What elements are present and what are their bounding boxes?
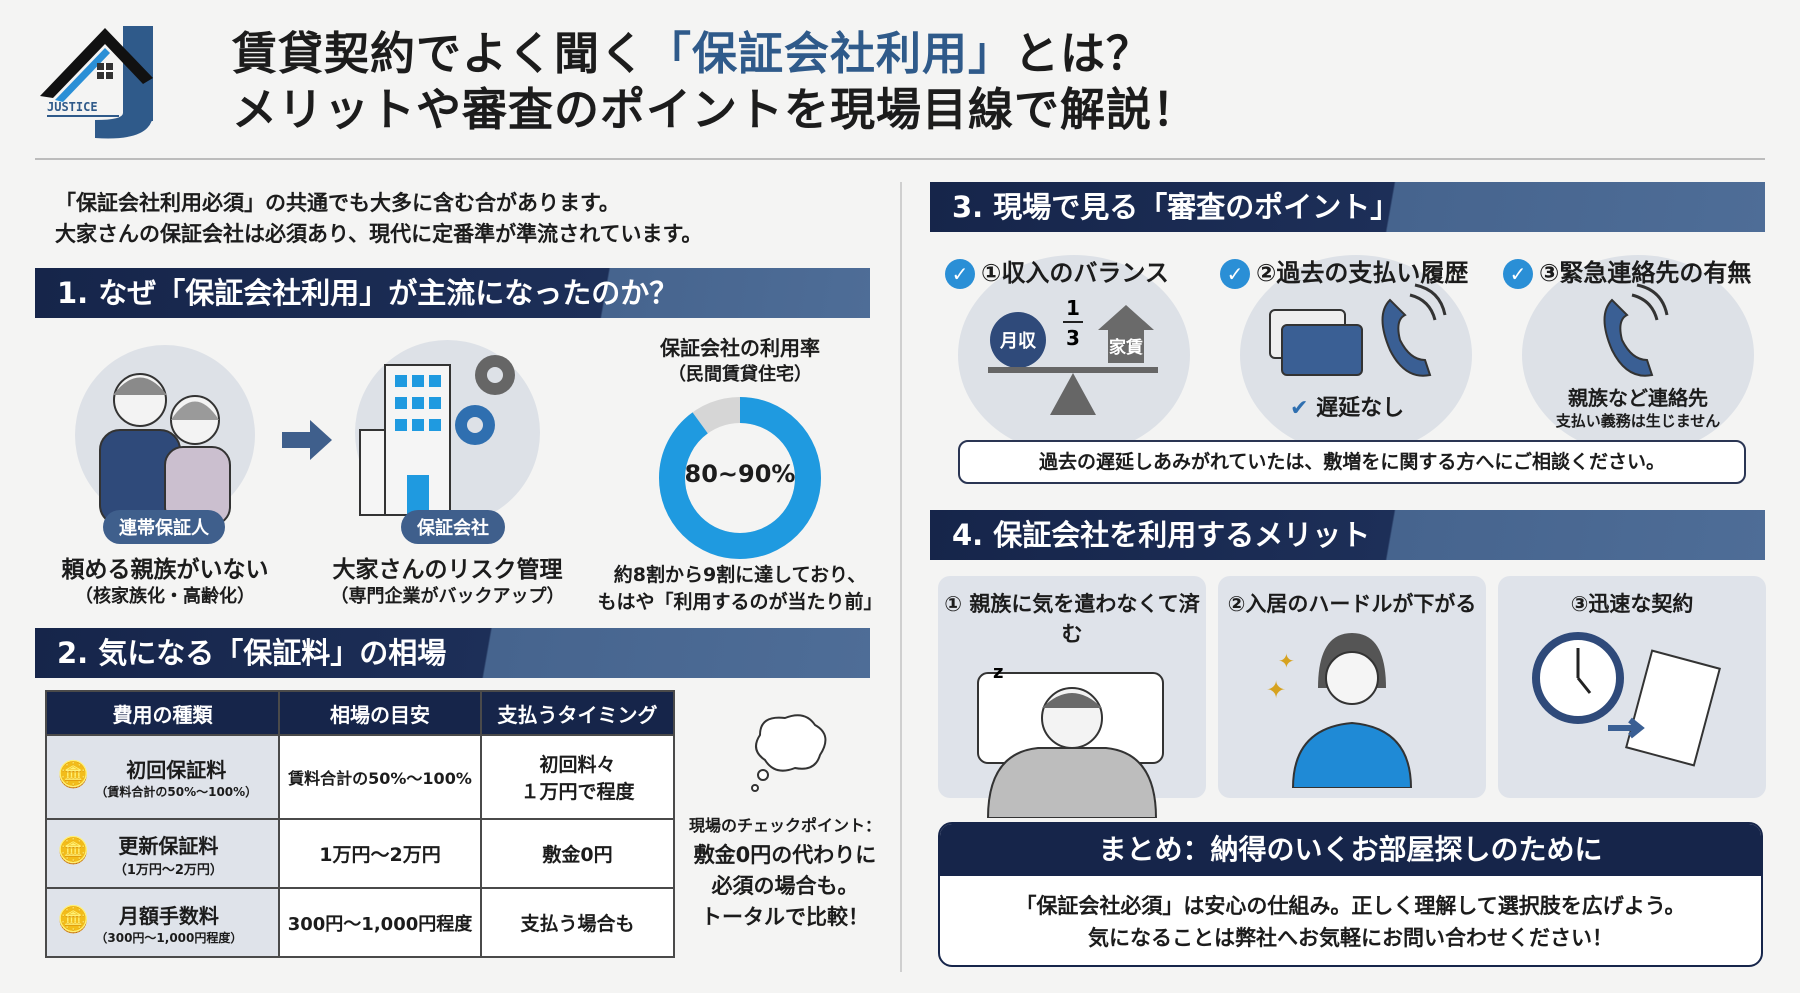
happy-woman-illustration: ✦✦ [1266, 633, 1413, 789]
clock-document-illustration [1532, 632, 1721, 767]
justice-logo: JUSTICE [35, 18, 180, 143]
contact-note: 親族など連絡先 [1568, 386, 1708, 410]
column-divider [900, 182, 902, 972]
contact-sub-note: 支払い義務は生じません [1555, 412, 1721, 430]
joint-guarantor-badge: 連帯保証人 [103, 510, 225, 544]
checkpoint-note: 敷金0円の代わりに必須の場合も。トータルで比較！ [693, 843, 877, 929]
page-title: 賃貸契約でよく聞く「保証会社利用」とは？ メリットや審査のポイントを現場目線で解… [232, 27, 1199, 136]
donut-caption: 約8割から9割に達しており、 [613, 564, 867, 586]
donut-value: 80~90% [684, 460, 796, 488]
merit-card-hurdle: ②入居のハードルが下がる ✦✦ [1218, 576, 1486, 798]
emergency-contact-illustration [1522, 255, 1754, 455]
svg-text:1: 1 [1066, 296, 1080, 320]
table-row: 🪙更新保証料（1万円〜2万円）1万円〜2万円敷金0円 [45, 818, 675, 889]
no-delay-note: ✔ 遅延なし [1290, 396, 1405, 421]
caption-sub: （専門企業がバックアップ） [330, 586, 565, 607]
guarantor-people-illustration [75, 345, 255, 526]
svg-text:✦: ✦ [1266, 676, 1286, 704]
svg-text:✦: ✦ [1278, 649, 1295, 673]
guarantee-company-badge: 保証会社 [401, 510, 505, 544]
payment-history-illustration [1240, 255, 1472, 455]
checkpoint-label: 現場のチェックポイント： [688, 816, 881, 835]
caption-risk-management: 大家さんのリスク管理 [332, 557, 563, 583]
caption-sub: （核家族化・高齢化） [75, 586, 255, 607]
company-building-illustration [355, 340, 540, 525]
section-2-heading: 2. 気になる「保証料」の相場 [35, 628, 870, 678]
svg-text:JUSTICE: JUSTICE [47, 100, 98, 114]
donut-caption: もはや「利用するのが当たり前」 [597, 591, 883, 613]
merit-card-speed: ③迅速な契約 [1498, 576, 1766, 798]
svg-text:月収: 月収 [999, 331, 1037, 352]
coins-icon: 🪙 [57, 759, 90, 790]
arrow-right-icon [282, 420, 332, 464]
intro-text: 「保証会社利用必須」の共通でも大多に含む合があります。大家さんの保証会社は必須あ… [55, 191, 703, 246]
svg-text:家賃: 家賃 [1109, 337, 1143, 358]
donut-usage-segment [659, 397, 821, 559]
check-icon: ✓ [1220, 259, 1250, 289]
relaxed-man-illustration: z [977, 662, 1164, 819]
usage-rate-donut [659, 397, 821, 559]
donut-title: 保証会社の利用率 [660, 336, 820, 360]
check-icon: ✔ [1290, 396, 1309, 421]
divider [35, 158, 1765, 160]
coins-icon: 🪙 [57, 905, 90, 935]
income-balance-illustration: 月収 1 3 家賃 [958, 255, 1190, 455]
summary-box: まとめ：納得のいくお部屋探しのために 「保証会社必須」は安心の仕組み。正しく理解… [938, 822, 1763, 967]
section-4-heading: 4. 保証会社を利用するメリット [930, 510, 1765, 560]
merit-card-relatives: ① 親族に気を遣わなくて済む z [938, 576, 1206, 819]
section-3-heading: 3. 現場で見る「審査のポイント」 [930, 182, 1765, 232]
coins-icon: 🪙 [57, 836, 90, 866]
caption-no-relatives: 頼める親族がいない [61, 557, 269, 583]
thought-bubble-icon [745, 710, 835, 799]
check-icon: ✓ [945, 259, 975, 289]
advice-callout: 過去の遅延しあみがれていたは、敷増をに関する方へにご相談ください。 [958, 440, 1746, 484]
check-point-income: ✓①収入のバランス [945, 253, 1169, 289]
svg-text:z: z [993, 662, 1003, 683]
check-icon: ✓ [1503, 259, 1533, 289]
check-point-history: ✓②過去の支払い履歴 [1220, 253, 1468, 289]
section-1-heading: 1. なぜ「保証会社利用」が主流になったのか？ [35, 268, 870, 318]
svg-text:3: 3 [1066, 326, 1080, 350]
table-row: 🪙月額手数料（300円〜1,000円程度）300円〜1,000円程度支払う場合も [45, 887, 675, 958]
check-point-contact: ✓③緊急連絡先の有無 [1503, 253, 1751, 289]
donut-subtitle: （民間賃貸住宅） [668, 364, 812, 385]
summary-heading: まとめ：納得のいくお部屋探しのために [940, 824, 1761, 876]
fee-table: 費用の種類相場の目安支払うタイミング 🪙初回保証料（賃料合計の50%〜100%）… [45, 690, 675, 958]
